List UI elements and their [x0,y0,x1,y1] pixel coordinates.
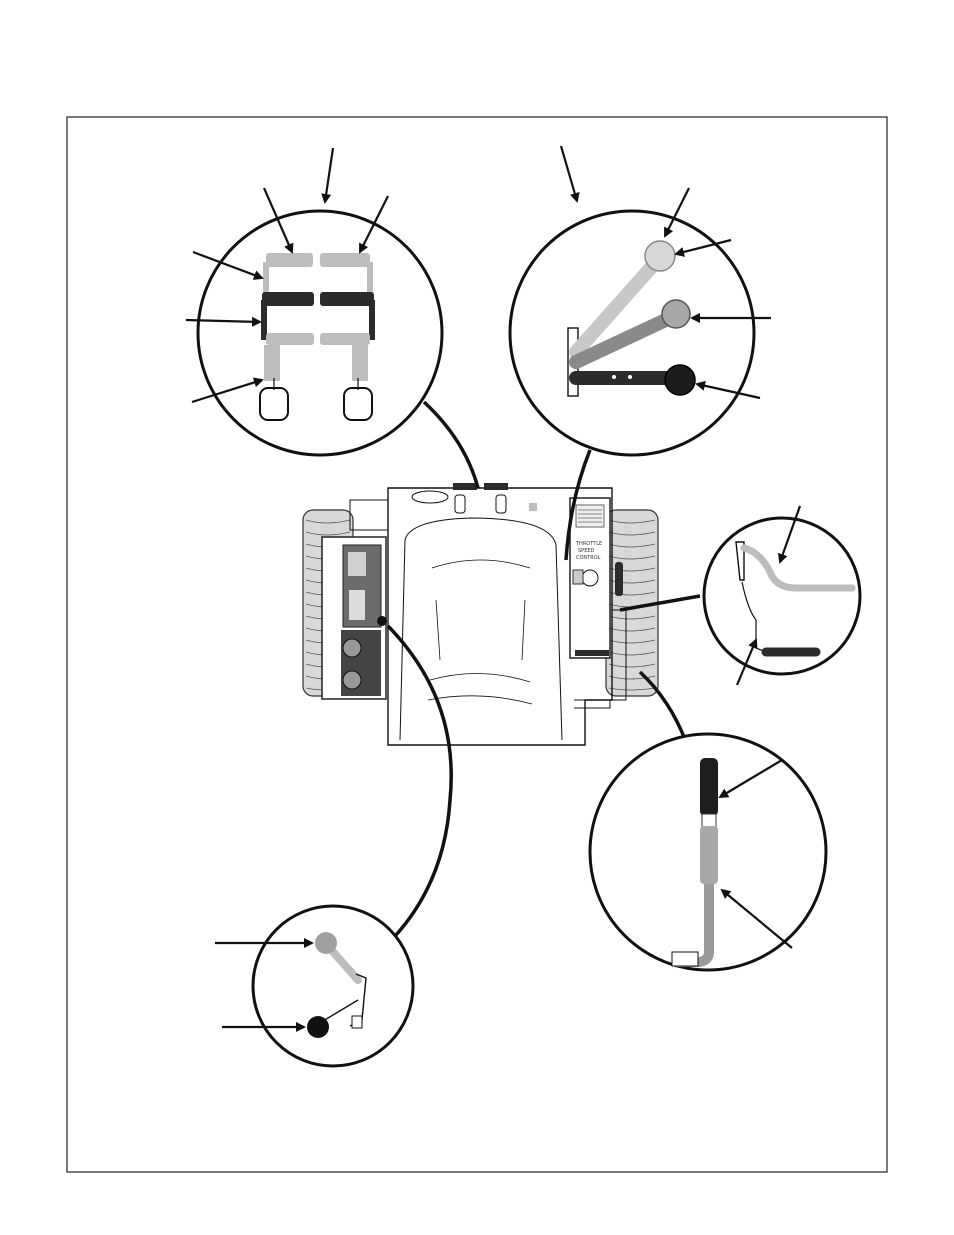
machine-top-view: THROTTLE SPEED CONTROL [303,483,658,745]
leader-left-low [388,626,451,935]
bubble-grip [590,734,826,970]
brand-logo [412,491,448,503]
panel-text-2: SPEED [578,548,595,554]
left-lever-knob[interactable] [377,616,387,626]
left-control-panel [322,537,387,699]
panel-text-1: THROTTLE [575,541,602,547]
bubble-side-lever [704,518,860,674]
leader-top-left [424,402,478,488]
bubble-handles [198,211,442,455]
bubble-lower-lever [253,906,413,1066]
panel-text-3: CONTROL [576,555,601,561]
bubble-throttle [510,211,754,455]
